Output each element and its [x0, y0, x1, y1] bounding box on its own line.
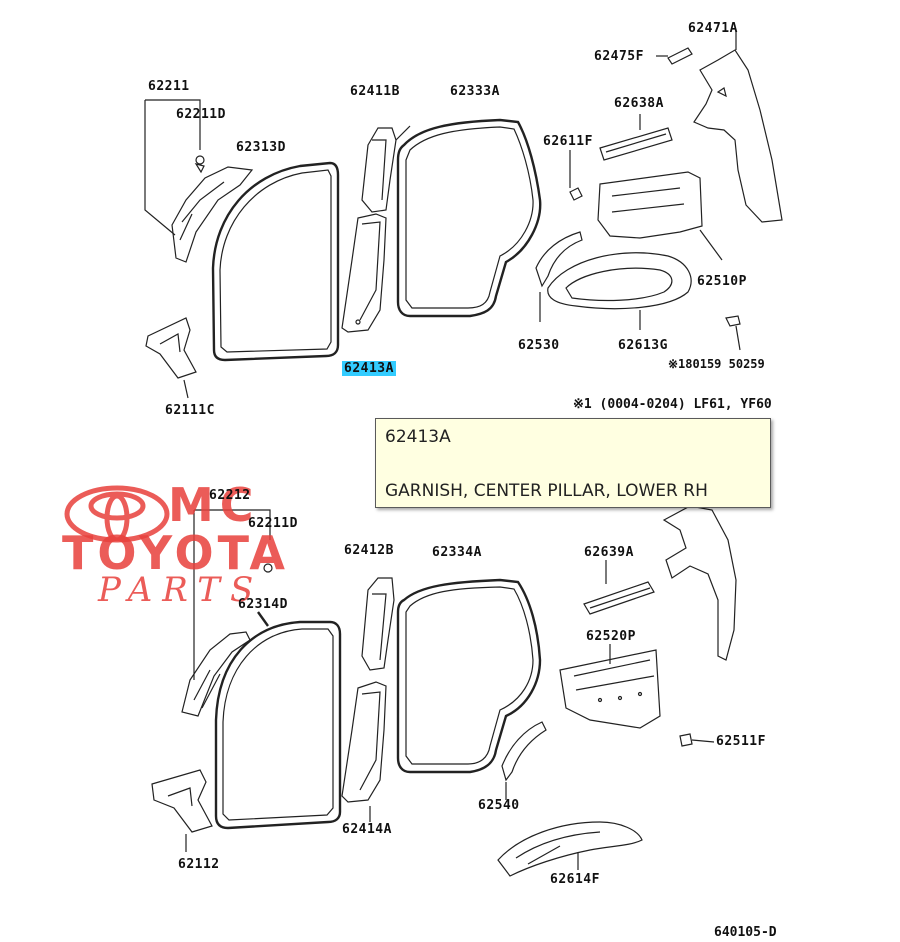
part-label-62411B[interactable]: 62411B [350, 84, 400, 99]
part-label-62520P[interactable]: 62520P [586, 629, 636, 644]
part-62313D-drawing [211, 161, 340, 362]
part-62411B-drawing [361, 125, 411, 213]
part-62414A-drawing [341, 681, 387, 822]
part-62314D-drawing [214, 611, 342, 830]
part-label-62334A[interactable]: 62334A [432, 545, 482, 560]
part-label-62475F[interactable]: 62475F [594, 49, 644, 64]
part-62333A-drawing [396, 118, 542, 318]
part-62530-drawing [535, 231, 583, 322]
part-label-62111C[interactable]: 62111C [165, 403, 215, 418]
part-label-62112[interactable]: 62112 [178, 857, 220, 872]
part-62638A-drawing [599, 114, 673, 161]
part-62412B-drawing [361, 577, 395, 671]
part-fastener-drawing [725, 315, 741, 351]
part-label-62511F[interactable]: 62511F [716, 734, 766, 749]
part-label-62471A[interactable]: 62471A [688, 21, 738, 36]
part-label-62413A[interactable]: 62413A [342, 361, 396, 376]
part-62520P-drawing [559, 644, 661, 729]
part-62613G-drawing [547, 252, 692, 330]
part-label-62639A[interactable]: 62639A [584, 545, 634, 560]
part-label-62314D[interactable]: 62314D [238, 597, 288, 612]
part-62212-drawing [181, 509, 273, 717]
tooltip-part-code: 62413A [385, 427, 451, 447]
part-label-62613G[interactable]: 62613G [618, 338, 668, 353]
part-62413A-drawing [341, 213, 387, 333]
part-62611F-drawing [569, 150, 583, 201]
part-tooltip: 62413A GARNISH, CENTER PILLAR, LOWER RH [375, 418, 771, 508]
watermark-toyota: TOYOTA [62, 526, 290, 580]
part-label-62540[interactable]: 62540 [478, 798, 520, 813]
part-62510P-drawing [597, 171, 723, 261]
part-label-62313D[interactable]: 62313D [236, 140, 286, 155]
part-quarter-trim-lower-drawing [662, 505, 737, 661]
part-label-62638A[interactable]: 62638A [614, 96, 664, 111]
part-62511F-drawing [679, 733, 715, 747]
part-label-62211D[interactable]: 62211D [176, 107, 226, 122]
watermark-parts: PARTS [98, 570, 264, 610]
tooltip-part-description: GARNISH, CENTER PILLAR, LOWER RH [385, 481, 708, 501]
part-label-62211[interactable]: 62211 [148, 79, 190, 94]
part-label-62211D-lower[interactable]: 62211D [248, 516, 298, 531]
part-label-62510P[interactable]: 62510P [697, 274, 747, 289]
toyota-logo-watermark [64, 485, 170, 543]
part-62112-drawing [151, 769, 213, 852]
part-label-62530[interactable]: 62530 [518, 338, 560, 353]
drawing-number: 640105-D [714, 925, 777, 940]
part-label-62212[interactable]: 62212 [209, 488, 251, 503]
part-62639A-drawing [583, 560, 655, 615]
applicability-note: ※1 (0004-0204) LF61, YF60 [573, 397, 772, 412]
part-62614F-drawing [497, 821, 643, 877]
part-label-62412B[interactable]: 62412B [344, 543, 394, 558]
part-62540-drawing [501, 721, 547, 800]
part-label-62611F[interactable]: 62611F [543, 134, 593, 149]
part-label-62614F[interactable]: 62614F [550, 872, 600, 887]
part-62471A-drawing [693, 30, 783, 223]
part-62334A-drawing [396, 578, 542, 774]
part-62111C-drawing [145, 317, 197, 399]
watermark-mc: MC [168, 478, 260, 532]
part-label-62333A[interactable]: 62333A [450, 84, 500, 99]
fastener-note: ※180159 50259 [668, 357, 765, 371]
part-label-62414A[interactable]: 62414A [342, 822, 392, 837]
part-62211-drawing [144, 99, 254, 263]
part-62475F-drawing [656, 47, 693, 65]
